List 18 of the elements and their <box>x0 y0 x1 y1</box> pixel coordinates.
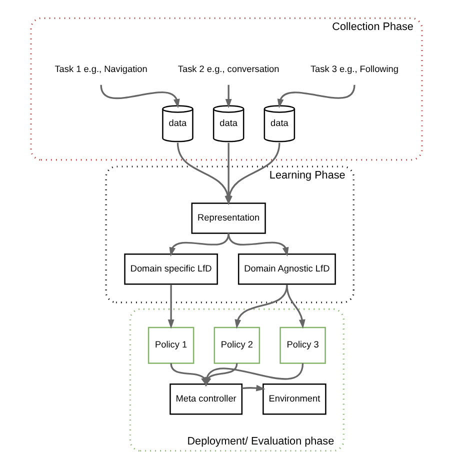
node-box: Policy 3 <box>280 326 326 364</box>
arrow <box>228 233 289 257</box>
arrow <box>286 284 306 329</box>
arrow <box>100 84 180 108</box>
arrow <box>169 233 230 257</box>
arrow <box>168 284 174 329</box>
node-box: Domain specific LfD <box>124 253 218 285</box>
node-box: Environment <box>262 384 326 415</box>
node-box: Policy 2 <box>214 326 260 364</box>
arrow <box>225 84 232 108</box>
node-text: Task 2 e.g., conversation <box>178 64 280 74</box>
arrow <box>242 384 266 392</box>
node-box: Domain Agnostic LfD <box>238 253 336 285</box>
node-box: Representation <box>191 202 266 234</box>
node-box: Policy 1 <box>148 326 194 364</box>
node-box: Meta controller <box>170 384 243 415</box>
node-text: Task 3 e.g., Following <box>310 64 398 74</box>
node-text: Task 1 e.g., Navigation <box>54 64 148 74</box>
